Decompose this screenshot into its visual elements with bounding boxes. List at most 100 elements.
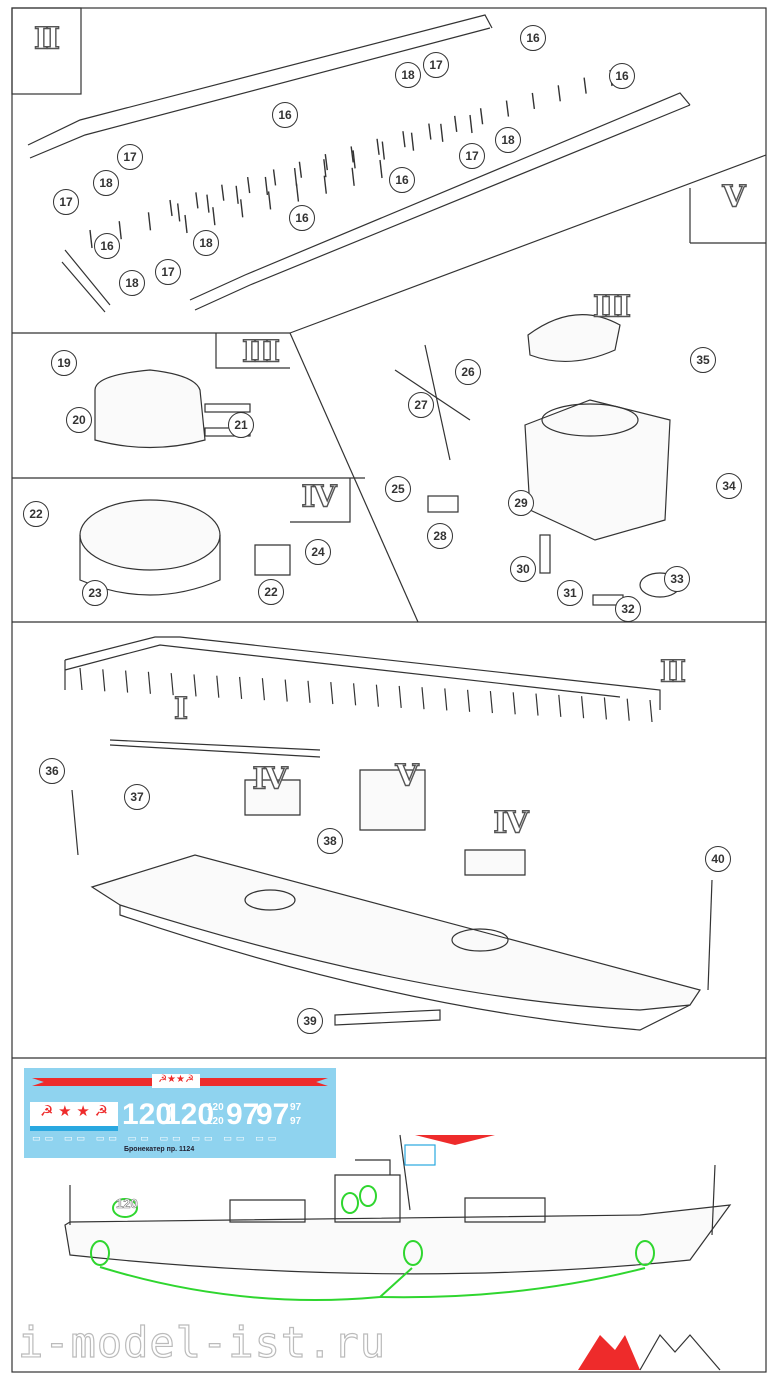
side-profile-hull (64, 1204, 732, 1275)
stanchion (176, 203, 181, 222)
stanchion (557, 85, 561, 102)
naval-flag-decal: ☭ ★ ★ ☭ (30, 1102, 118, 1131)
stanchion (505, 100, 510, 117)
section-label: V (722, 179, 747, 215)
watermark: i-model-ist.ru (17, 1317, 387, 1367)
part-callout: 37 (124, 784, 150, 810)
stanchion (350, 146, 354, 163)
stanchion (295, 183, 300, 202)
part-callout: 16 (520, 25, 546, 51)
number-decal-small: 97 (290, 1116, 302, 1127)
stanchion (398, 685, 402, 708)
part-callout: 34 (716, 473, 742, 499)
stanchion (479, 108, 484, 125)
stanchion (239, 676, 243, 700)
part-callout: 31 (557, 580, 583, 606)
part-callout: 22 (258, 579, 284, 605)
part-callout: 33 (664, 566, 690, 592)
part-callout: 18 (93, 170, 119, 196)
part-callout: 16 (389, 167, 415, 193)
number-decal-small: 120 (207, 1102, 224, 1113)
stanchion (267, 191, 272, 210)
stanchion (581, 696, 585, 719)
stanchion (206, 194, 210, 213)
stanchion (235, 185, 239, 204)
part-callout: 18 (193, 230, 219, 256)
section-label: I (173, 691, 188, 727)
stanchion (298, 161, 303, 178)
part-callout: 18 (395, 62, 421, 88)
stanchion (193, 674, 197, 697)
label-box-ii (11, 7, 82, 95)
stanchion (626, 698, 630, 721)
stanchion (102, 669, 106, 692)
stanchion (512, 692, 516, 715)
stanchion (324, 154, 328, 171)
stanchion (307, 680, 311, 703)
part-callout: 19 (51, 350, 77, 376)
stanchion (118, 221, 122, 240)
section-label: IV (252, 761, 289, 797)
rail-part-i (109, 739, 321, 758)
hull (90, 854, 701, 1011)
section-label: II (659, 654, 686, 690)
stanchion (351, 167, 355, 186)
part-callout: 38 (317, 828, 343, 854)
decal-sheet: ☭★★☭ ☭ ★ ★ ☭ 120 120 120 120 97 97 97 97… (24, 1068, 336, 1158)
part-callout: 20 (66, 407, 92, 433)
section-label: III (241, 334, 281, 370)
section-label: V (395, 758, 420, 794)
stanchion (147, 212, 152, 231)
stanchion (89, 229, 93, 249)
stanchion (469, 114, 473, 134)
part-callout: 24 (305, 539, 331, 565)
stanchion (376, 138, 380, 155)
stanchion (421, 687, 425, 710)
divider (289, 154, 767, 334)
stanchion (558, 694, 562, 717)
stanchion (583, 77, 587, 94)
stanchion (454, 115, 458, 132)
stanchion (261, 678, 265, 701)
part-callout: 17 (459, 143, 485, 169)
part-callout: 32 (615, 596, 641, 622)
number-decal: 97 (226, 1098, 260, 1131)
decal-caption: Бронекатер пр. 1124 (124, 1146, 195, 1153)
part-callout: 17 (423, 52, 449, 78)
stanchion (353, 683, 357, 706)
stanchion (195, 192, 199, 209)
stanchion (246, 176, 251, 194)
stanchion (212, 207, 216, 226)
stanchion (147, 671, 151, 694)
part-callout: 27 (408, 392, 434, 418)
stanchions (89, 69, 613, 249)
section-label: III (592, 289, 632, 325)
stanchion (272, 169, 277, 186)
stanchion (323, 159, 327, 178)
label-box-iii (215, 333, 290, 369)
section-label: IV (493, 805, 530, 841)
part-callout: 18 (119, 270, 145, 296)
part-callout: 16 (94, 233, 120, 259)
stanchion (531, 92, 536, 110)
stanchion (375, 684, 379, 707)
stanchion (79, 667, 83, 691)
stanchion (381, 141, 386, 160)
part-callout: 21 (228, 412, 254, 438)
stanchion (330, 682, 334, 705)
stanchion (603, 697, 607, 720)
part-callout: 16 (272, 102, 298, 128)
label-box-v (689, 188, 766, 244)
part-callout: 16 (289, 205, 315, 231)
stanchion (649, 699, 653, 723)
stanchion (444, 688, 448, 711)
part-callout: 40 (705, 846, 731, 872)
outer-frame (11, 7, 767, 1373)
superstructure-part (524, 399, 671, 541)
stanchion (264, 176, 269, 196)
stanchion (125, 670, 129, 693)
stanchion (379, 159, 383, 179)
stanchion (535, 693, 539, 716)
